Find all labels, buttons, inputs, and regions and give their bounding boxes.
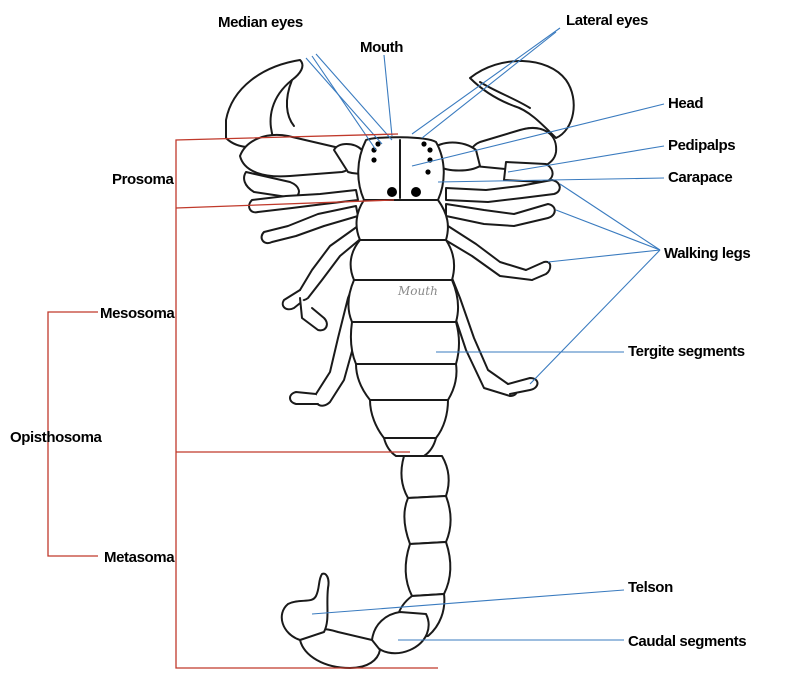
label-mouth: Mouth [360,39,403,56]
metasoma-segments [300,456,451,668]
scorpion-illustration [226,60,574,668]
label-opisthosoma: Opisthosoma [10,429,103,446]
label-prosoma: Prosoma [112,171,174,188]
label-metasoma: Metasoma [104,549,175,566]
label-walking-legs: Walking legs [664,245,750,262]
faint-mouth-text: Mouth [397,284,438,298]
label-head: Head [668,95,703,112]
label-pedipalps: Pedipalps [668,137,735,154]
label-telson: Telson [628,579,673,596]
label-caudal-segments: Caudal segments [628,633,746,650]
right-pedipalp [432,61,574,182]
left-pedipalp [226,60,376,198]
label-lateral-eyes: Lateral eyes [566,12,648,29]
telson [282,574,329,640]
label-median-eyes: Median eyes [218,14,303,31]
label-tergite-segments: Tergite segments [628,343,745,360]
label-carapace: Carapace [668,169,732,186]
mesosoma-segments [348,200,459,456]
label-mesosoma: Mesosoma [100,305,175,322]
